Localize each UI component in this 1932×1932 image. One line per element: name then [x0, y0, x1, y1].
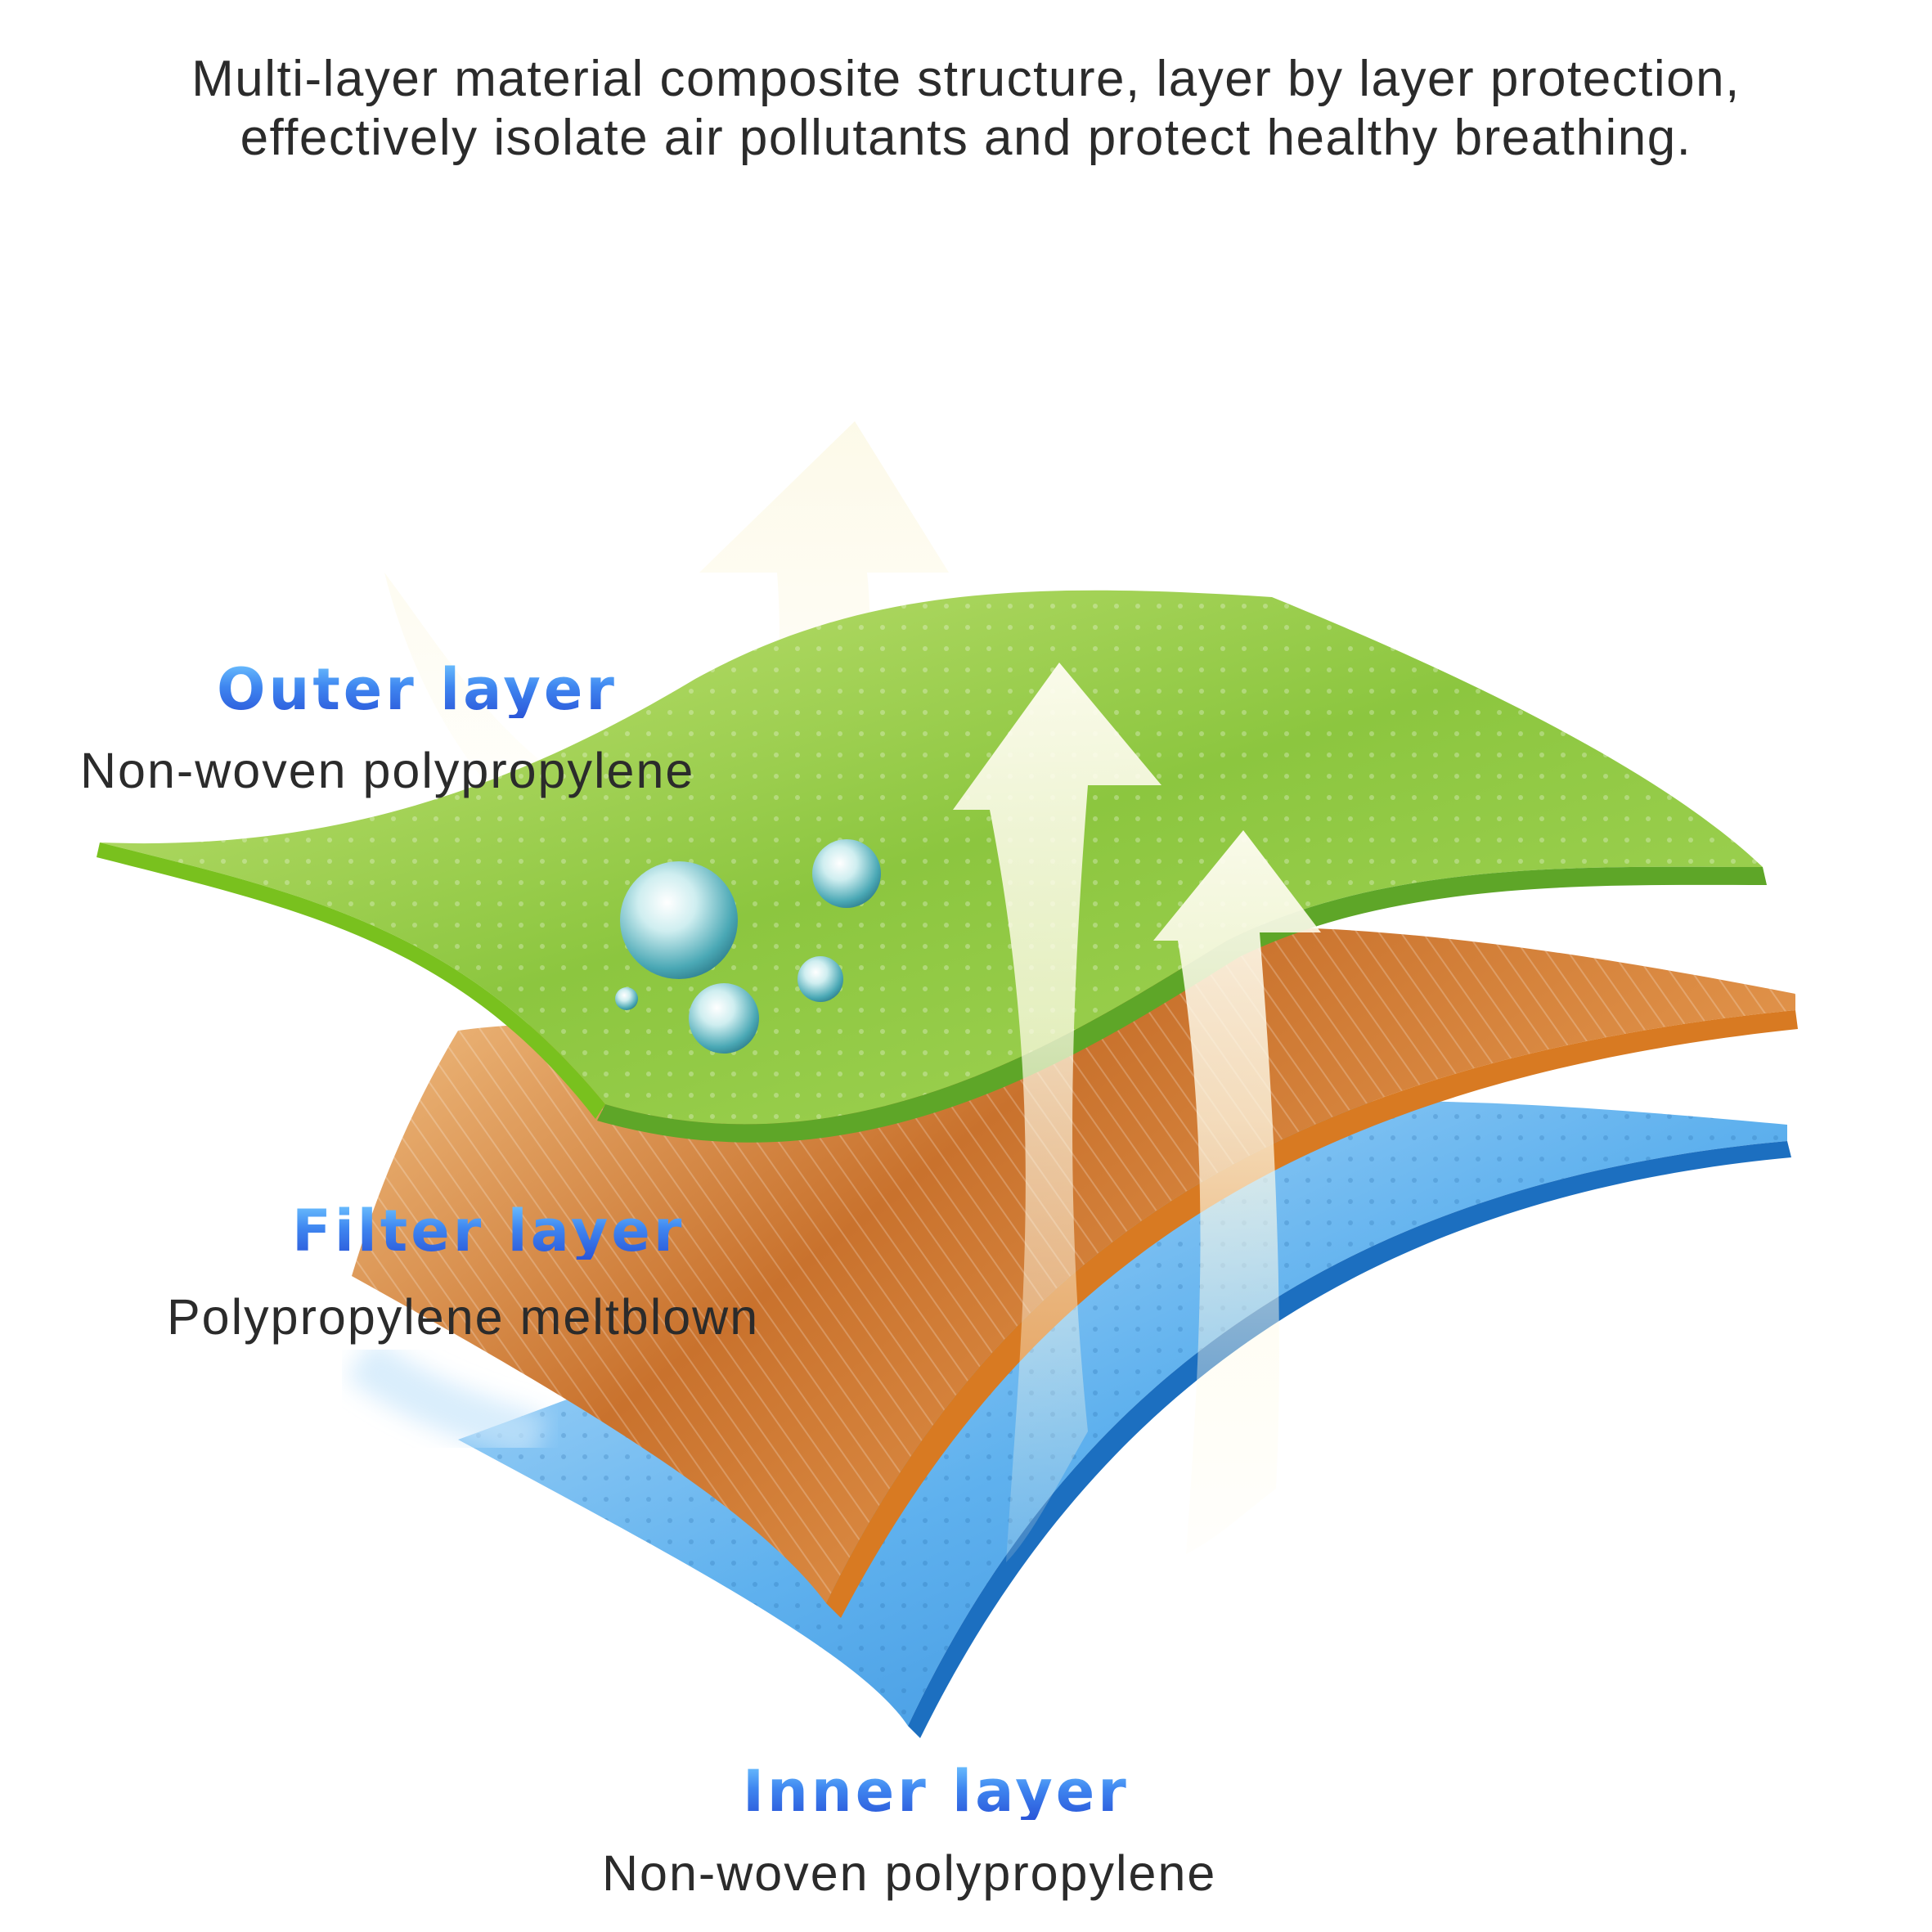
- outer-layer-title: Outer layer: [217, 656, 618, 723]
- headline-line-2: effectively isolate air pollutants and p…: [240, 110, 1692, 166]
- inner-layer-material: Non-woven polypropylene: [602, 1845, 1217, 1901]
- inner-layer-title: Inner layer: [743, 1758, 1130, 1825]
- water-droplet-icon: [615, 839, 881, 1054]
- filter-layer-material: Polypropylene meltblown: [167, 1289, 760, 1345]
- outer-layer-material: Non-woven polypropylene: [80, 743, 695, 798]
- inner-layer-sheet: [345, 1101, 1791, 1738]
- headline-line-1: Multi-layer material composite structure…: [191, 51, 1741, 107]
- filter-layer-title: Filter layer: [292, 1197, 685, 1265]
- airflow-arrow-icon: [953, 663, 1161, 1562]
- outer-layer-sheet: [97, 590, 1767, 1143]
- airflow-arrow-icon: [1153, 830, 1321, 1554]
